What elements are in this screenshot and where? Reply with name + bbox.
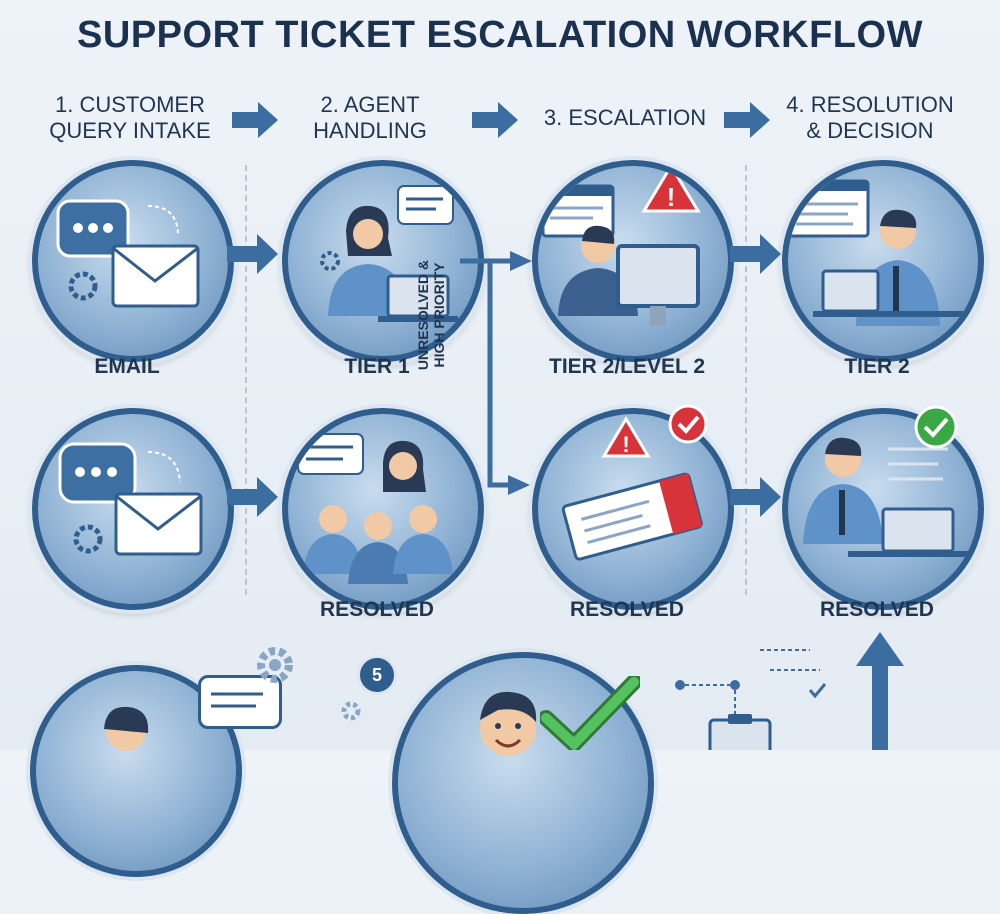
chat-email-illustration [58, 442, 203, 556]
check-badge-1 [668, 404, 708, 444]
header-arrow-1 [232, 102, 278, 138]
step-3-header: 3. ESCALATION [543, 105, 707, 130]
resolved-label-1: RESOLVED [320, 598, 434, 621]
up-arrow [856, 632, 904, 750]
step-4-header: 4. RESOLUTION & DECISION [786, 92, 954, 143]
row2-arrow-3 [730, 477, 781, 517]
svg-text:!: ! [667, 182, 676, 212]
tier2-label: TIER 2 [844, 355, 910, 378]
header-arrow-2 [472, 102, 518, 138]
chat-lines [211, 692, 263, 708]
page-title: SUPPORT TICKET ESCALATION WORKFLOW [77, 14, 923, 56]
resolution-agent-illustration [788, 179, 963, 326]
resolved-label-2: RESOLVED [570, 598, 684, 621]
small-gear-icon [341, 701, 361, 721]
team-illustration [297, 433, 453, 584]
green-check-icon [540, 676, 640, 750]
gear-icon [257, 647, 293, 683]
svg-text:!: ! [622, 432, 629, 457]
bottom-chat-bubble [198, 675, 282, 729]
resolved-agent-illustration [803, 437, 968, 557]
escalation-connector [460, 251, 532, 495]
tier1-label: TIER 1 [344, 355, 410, 378]
ticket-circle: ! [532, 408, 734, 610]
email-label: EMAIL [94, 355, 160, 378]
unresolved-high-priority-label: UNRESOLVED & HIGH PRIORITY [415, 259, 447, 371]
resolved-label-3: RESOLVED [820, 598, 934, 621]
tier2-circle [782, 160, 984, 362]
step-2-header: 2. AGENT HANDLING [313, 92, 427, 143]
tier1-circle [282, 160, 484, 362]
happy-customer-illustration [480, 691, 537, 756]
row2-arrow-1 [227, 477, 278, 517]
team-circle [282, 408, 484, 610]
divider-2 [745, 165, 747, 595]
header-arrow-3 [724, 102, 770, 138]
ticket-illustration: ! [561, 416, 703, 561]
escalation-agent-illustration: ! [541, 166, 701, 326]
tier2-level2-label: TIER 2/LEVEL 2 [549, 355, 705, 378]
step-1-header: 1. CUSTOMER QUERY INTAKE [49, 92, 211, 143]
email-chat-circle [32, 408, 234, 610]
email-illustration [56, 199, 200, 308]
check-badge-2 [914, 405, 958, 449]
tier1-agent-illustration [320, 185, 458, 322]
tier2-level2-circle: ! [532, 160, 734, 362]
row1-arrow-3 [730, 234, 781, 274]
flow-dots-icon [675, 649, 827, 750]
bottom-agent-illustration [104, 706, 149, 751]
step-5-badge: 5 [357, 655, 397, 695]
divider-1 [245, 165, 247, 595]
row1-arrow-1 [227, 234, 278, 274]
email-circle [32, 160, 234, 362]
